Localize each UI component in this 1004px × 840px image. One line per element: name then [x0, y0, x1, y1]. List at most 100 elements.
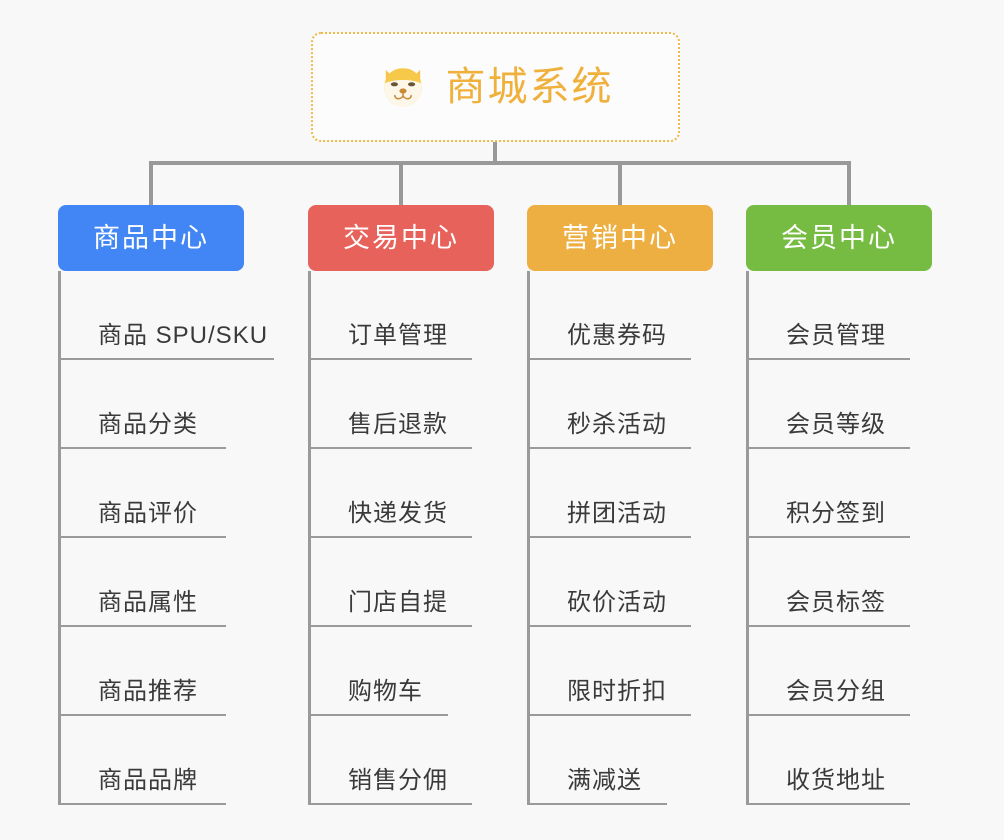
leaf-item[interactable]: 砍价活动 — [527, 538, 713, 627]
leaf-label: 商品品牌 — [98, 767, 198, 794]
leaf-item[interactable]: 销售分佣 — [308, 716, 494, 805]
leaf-label: 限时折扣 — [567, 678, 667, 705]
leaf-item[interactable]: 商品 SPU/SKU — [58, 271, 274, 360]
leaf-underline — [308, 714, 448, 716]
leaf-label: 售后退款 — [348, 411, 448, 438]
category-label: 交易中心 — [343, 222, 459, 253]
shiba-dog-icon — [378, 62, 428, 112]
leaf-spine — [746, 271, 749, 805]
connector-root-stem — [493, 142, 497, 164]
leaf-underline — [527, 625, 691, 627]
leaf-spine — [527, 271, 530, 805]
connector-horizontal-bus — [149, 161, 851, 165]
leaf-label: 商品分类 — [98, 411, 198, 438]
leaf-underline — [527, 803, 667, 805]
connector-drop-product-center — [149, 161, 153, 205]
leaf-underline — [527, 714, 691, 716]
leaf-underline — [58, 536, 226, 538]
root-node-content: 商城系统 — [378, 62, 614, 112]
leaf-underline — [527, 358, 691, 360]
leaf-underline — [527, 447, 691, 449]
leaf-label: 商品属性 — [98, 589, 198, 616]
leaf-underline — [746, 714, 910, 716]
leaf-underline — [746, 803, 910, 805]
leaf-underline — [746, 447, 910, 449]
leaf-item[interactable]: 商品属性 — [58, 538, 244, 627]
leaf-label: 砍价活动 — [567, 589, 667, 616]
leaf-item[interactable]: 会员等级 — [746, 360, 932, 449]
connector-drop-marketing-center — [618, 161, 622, 205]
column-marketing-center: 营销中心 优惠券码 秒杀活动 拼团活动 砍价活动 限时折扣 — [527, 205, 713, 805]
category-box-trade-center[interactable]: 交易中心 — [308, 205, 494, 271]
leaf-underline — [308, 803, 472, 805]
leaf-underline — [746, 358, 910, 360]
leaf-item[interactable]: 限时折扣 — [527, 627, 713, 716]
leaf-label: 积分签到 — [786, 500, 886, 527]
leaf-label: 门店自提 — [348, 589, 448, 616]
leaf-label: 秒杀活动 — [567, 411, 667, 438]
root-node-shop-system[interactable]: 商城系统 — [311, 32, 680, 142]
leaf-label: 商品评价 — [98, 500, 198, 527]
leaf-underline — [746, 625, 910, 627]
leaf-underline — [58, 714, 226, 716]
leaf-item[interactable]: 售后退款 — [308, 360, 494, 449]
column-member-center: 会员中心 会员管理 会员等级 积分签到 会员标签 会员分组 — [746, 205, 932, 805]
leaf-item[interactable]: 会员标签 — [746, 538, 932, 627]
leaf-label: 销售分佣 — [348, 767, 448, 794]
leaf-label: 商品 SPU/SKU — [98, 322, 269, 349]
connector-drop-trade-center — [399, 161, 403, 205]
leaf-list-marketing-center: 优惠券码 秒杀活动 拼团活动 砍价活动 限时折扣 满减送 — [527, 271, 713, 805]
column-trade-center: 交易中心 订单管理 售后退款 快递发货 门店自提 购物车 — [308, 205, 494, 805]
leaf-item[interactable]: 会员管理 — [746, 271, 932, 360]
leaf-item[interactable]: 订单管理 — [308, 271, 494, 360]
leaf-item[interactable]: 商品评价 — [58, 449, 244, 538]
leaf-label: 会员标签 — [786, 589, 886, 616]
leaf-underline — [308, 625, 472, 627]
leaf-list-trade-center: 订单管理 售后退款 快递发货 门店自提 购物车 销售分佣 — [308, 271, 494, 805]
leaf-label: 快递发货 — [348, 500, 448, 527]
leaf-label: 购物车 — [348, 678, 423, 705]
leaf-underline — [308, 358, 472, 360]
leaf-label: 会员分组 — [786, 678, 886, 705]
leaf-item[interactable]: 商品品牌 — [58, 716, 244, 805]
category-box-marketing-center[interactable]: 营销中心 — [527, 205, 713, 271]
column-product-center: 商品中心 商品 SPU/SKU 商品分类 商品评价 商品属性 商品推荐 — [58, 205, 274, 805]
leaf-item[interactable]: 购物车 — [308, 627, 494, 716]
leaf-label: 订单管理 — [348, 322, 448, 349]
leaf-item[interactable]: 商品分类 — [58, 360, 244, 449]
leaf-label: 优惠券码 — [567, 322, 667, 349]
leaf-item[interactable]: 秒杀活动 — [527, 360, 713, 449]
leaf-spine — [58, 271, 61, 805]
category-box-product-center[interactable]: 商品中心 — [58, 205, 244, 271]
leaf-underline — [58, 803, 226, 805]
leaf-item[interactable]: 商品推荐 — [58, 627, 244, 716]
leaf-item[interactable]: 优惠券码 — [527, 271, 713, 360]
leaf-item[interactable]: 会员分组 — [746, 627, 932, 716]
leaf-underline — [527, 536, 691, 538]
leaf-item[interactable]: 满减送 — [527, 716, 713, 805]
leaf-underline — [58, 447, 226, 449]
leaf-underline — [308, 536, 472, 538]
leaf-underline — [58, 358, 274, 360]
category-label: 会员中心 — [781, 222, 897, 253]
leaf-label: 拼团活动 — [567, 500, 667, 527]
leaf-underline — [746, 536, 910, 538]
connector-drop-member-center — [847, 161, 851, 205]
leaf-label: 会员等级 — [786, 411, 886, 438]
root-node-title: 商城系统 — [445, 65, 614, 109]
leaf-label: 满减送 — [567, 767, 642, 794]
category-box-member-center[interactable]: 会员中心 — [746, 205, 932, 271]
category-label: 商品中心 — [93, 222, 209, 253]
leaf-item[interactable]: 快递发货 — [308, 449, 494, 538]
leaf-spine — [308, 271, 311, 805]
category-label: 营销中心 — [562, 222, 678, 253]
leaf-label: 会员管理 — [786, 322, 886, 349]
leaf-item[interactable]: 门店自提 — [308, 538, 494, 627]
leaf-label: 商品推荐 — [98, 678, 198, 705]
leaf-item[interactable]: 积分签到 — [746, 449, 932, 538]
leaf-item[interactable]: 拼团活动 — [527, 449, 713, 538]
leaf-list-product-center: 商品 SPU/SKU 商品分类 商品评价 商品属性 商品推荐 商品品牌 — [58, 271, 274, 805]
leaf-underline — [58, 625, 226, 627]
leaf-item[interactable]: 收货地址 — [746, 716, 932, 805]
